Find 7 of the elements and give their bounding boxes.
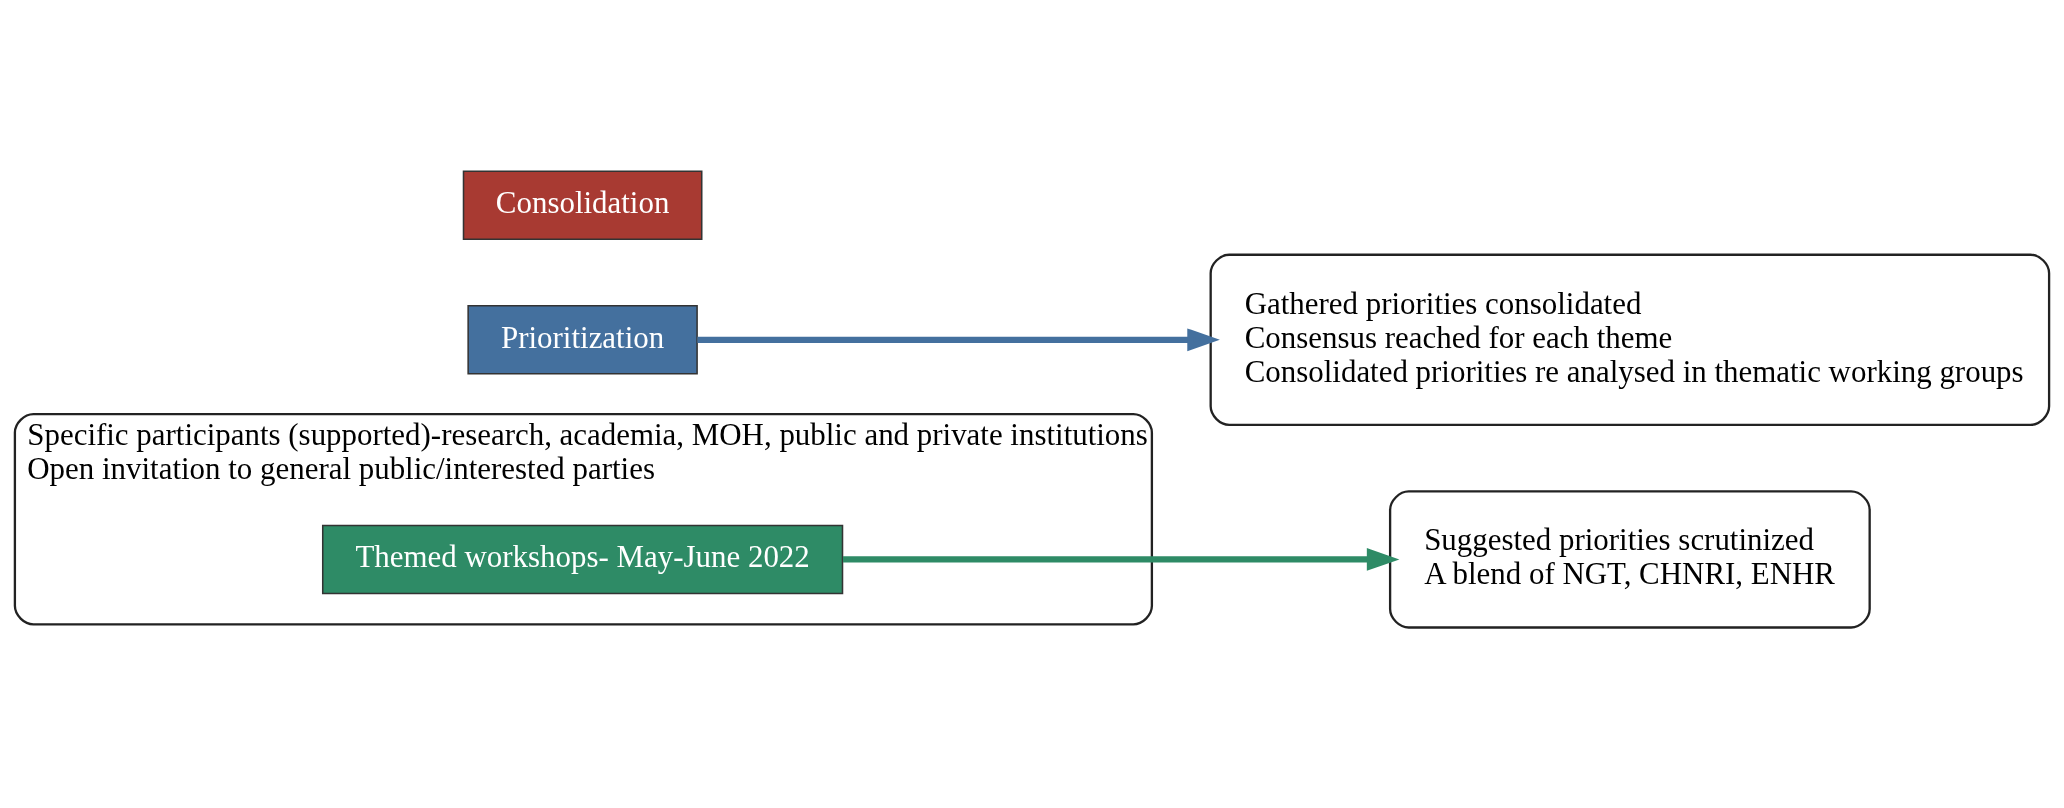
node-box: Themed workshops- May-June 2022 [321,524,844,595]
node-box: Gathered priorities consolidated Consensus reached for each theme Consolidated priorities re analysed in thematic working groups [1209,253,2051,427]
node-box: Suggested priorities scrutinized A blend of NGT, CHNRI, ENHR [1388,490,1871,629]
arrow [697,328,1220,352]
arrow [842,548,1400,571]
node-box: Consolidation [462,170,703,241]
node-box: Prioritization [467,305,698,375]
